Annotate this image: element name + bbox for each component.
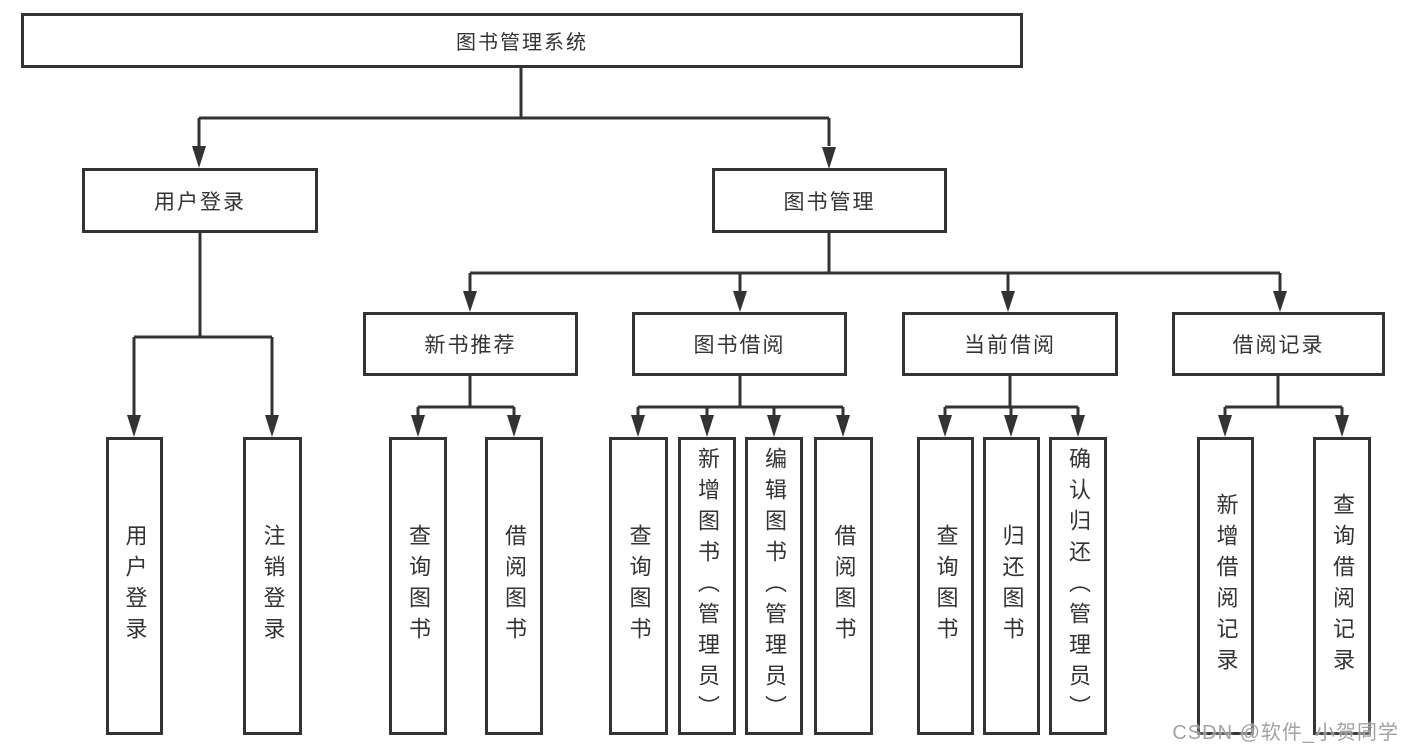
leaf-label: 注销登录	[260, 524, 286, 648]
leaf-label: 确认归还（管理员）	[1066, 446, 1091, 726]
leaf-borrow-books-1: 借阅图书	[485, 437, 543, 735]
leaf-confirm-return-admin: 确认归还（管理员）	[1049, 437, 1107, 735]
leaf-label: 查询图书	[933, 524, 959, 648]
leaf-borrow-books-2: 借阅图书	[814, 437, 873, 735]
leaf-user-login: 用户登录	[106, 437, 163, 735]
leaf-label: 借阅图书	[502, 524, 527, 648]
leaf-add-books-admin: 新增图书（管理员）	[678, 437, 736, 735]
csdn-watermark: CSDN @软件_小贺同学	[1172, 722, 1399, 744]
node-book-management: 图书管理	[712, 168, 947, 233]
leaf-label: 新增图书（管理员）	[695, 446, 720, 726]
leaf-query-books-2: 查询图书	[609, 437, 668, 735]
leaf-label: 新增借阅记录	[1213, 493, 1239, 679]
node-library-management-system: 图书管理系统	[21, 13, 1023, 68]
leaf-query-borrow-record: 查询借阅记录	[1313, 437, 1371, 735]
leaf-label: 借阅图书	[831, 524, 857, 648]
node-current-borrow: 当前借阅	[902, 312, 1118, 376]
leaf-edit-books-admin: 编辑图书（管理员）	[745, 437, 803, 735]
leaf-label: 归还图书	[999, 524, 1025, 648]
node-new-book-recommend: 新书推荐	[363, 312, 578, 376]
leaf-label: 编辑图书（管理员）	[762, 446, 787, 726]
node-book-borrow: 图书借阅	[632, 312, 847, 376]
leaf-label: 查询图书	[626, 524, 652, 648]
leaf-logout: 注销登录	[243, 437, 302, 735]
leaf-label: 用户登录	[122, 524, 148, 648]
leaf-label: 查询图书	[406, 524, 431, 648]
leaf-label: 查询借阅记录	[1330, 493, 1355, 679]
leaf-add-borrow-record: 新增借阅记录	[1197, 437, 1254, 735]
leaf-query-books-3: 查询图书	[917, 437, 974, 735]
node-borrow-records: 借阅记录	[1172, 312, 1385, 376]
leaf-query-books-1: 查询图书	[389, 437, 447, 735]
node-user-login: 用户登录	[82, 168, 318, 233]
leaf-return-books: 归还图书	[983, 437, 1040, 735]
